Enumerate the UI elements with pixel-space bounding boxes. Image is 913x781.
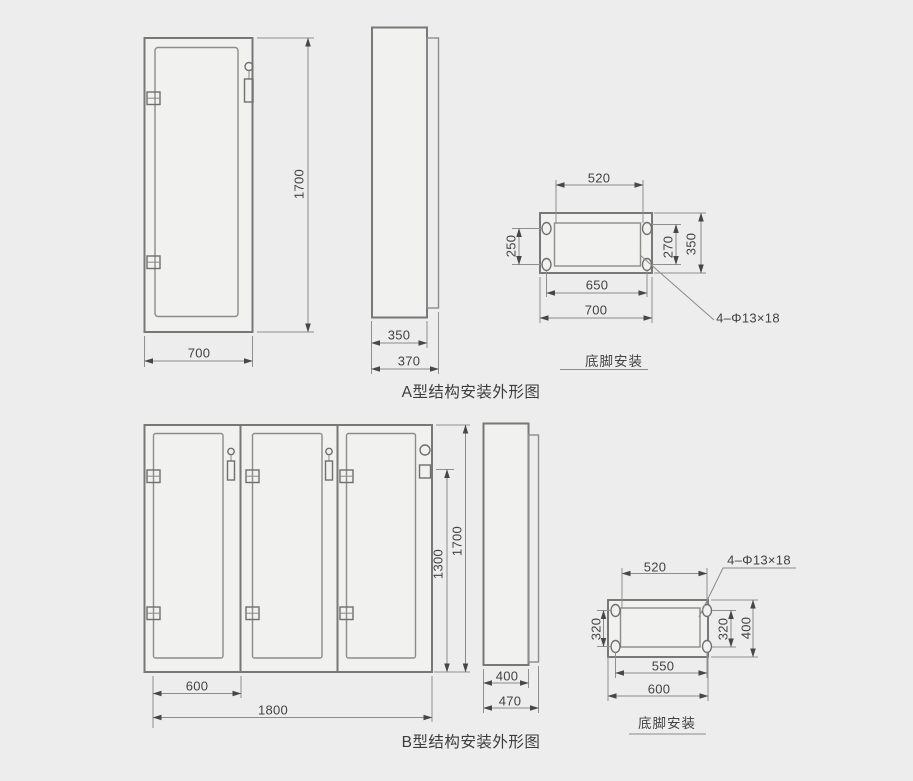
a-front-height-label: 1700 [291,168,307,200]
mounting-hole [541,257,552,272]
a-front-dimensions [144,37,314,367]
door-handle-icon [243,61,254,103]
b-front-view [143,424,433,673]
mounting-hole [610,603,621,618]
b-front-width-label: 1800 [257,702,289,718]
a-front-view [143,37,254,333]
b-plan-bottom-inner-label: 550 [651,658,675,674]
hole-leader-line [639,254,715,321]
b-plan-right-label: 400 [738,616,754,640]
b-plan-caption: 底脚安装 [638,716,696,731]
mounting-hole [541,221,552,236]
b-plan-bottom-label: 600 [647,681,671,697]
b-front-lock-height-label: 1300 [430,548,446,580]
a-plan-caption: 底脚安装 [585,354,643,369]
a-plan-top-label: 520 [587,170,611,186]
mounting-hole [701,639,713,654]
b-front-dimensions [152,424,470,728]
a-base-plan-dimensions [512,180,706,323]
door-lock-icon [418,444,432,479]
hinge-icon [146,469,354,621]
a-plan-bottom-inner-label: 650 [585,277,609,293]
b-base-plan [607,567,796,658]
door-handle-icon [226,447,334,481]
b-plan-top-label: 520 [643,559,667,575]
b-diagram-title: B型结构安装外形图 [401,734,541,751]
a-side-dimensions [371,312,439,374]
a-plan-left-label: 250 [503,234,519,258]
a-plan-bottom-label: 700 [584,302,608,318]
a-front-width-label: 700 [187,345,211,361]
b-side-depth-label: 400 [495,668,519,684]
a-plan-inner-right-label: 270 [660,235,676,259]
b-base-plan-dimensions [597,568,758,701]
mounting-hole [610,639,621,654]
b-plan-hole-note: 4–Φ13×18 [727,552,791,568]
mounting-hole [641,221,653,236]
a-side-view [371,26,440,319]
a-side-overall-label: 370 [397,353,421,369]
a-base-plan [539,212,715,321]
b-side-view [482,422,540,666]
a-side-depth-label: 350 [387,327,411,343]
b-plan-left-label: 320 [588,617,604,641]
a-plan-hole-note: 4–Φ13×18 [716,310,780,326]
b-front-door-width-label: 600 [185,678,209,694]
b-side-dimensions [483,666,539,713]
hole-leader-line [698,567,796,618]
a-plan-right-label: 350 [683,232,699,256]
a-diagram-title: A型结构安装外形图 [401,384,541,401]
b-front-height-label: 1700 [449,525,465,557]
hinge-icon [146,91,161,270]
b-side-overall-label: 470 [498,693,522,709]
b-plan-inner-right-label: 320 [715,617,731,641]
